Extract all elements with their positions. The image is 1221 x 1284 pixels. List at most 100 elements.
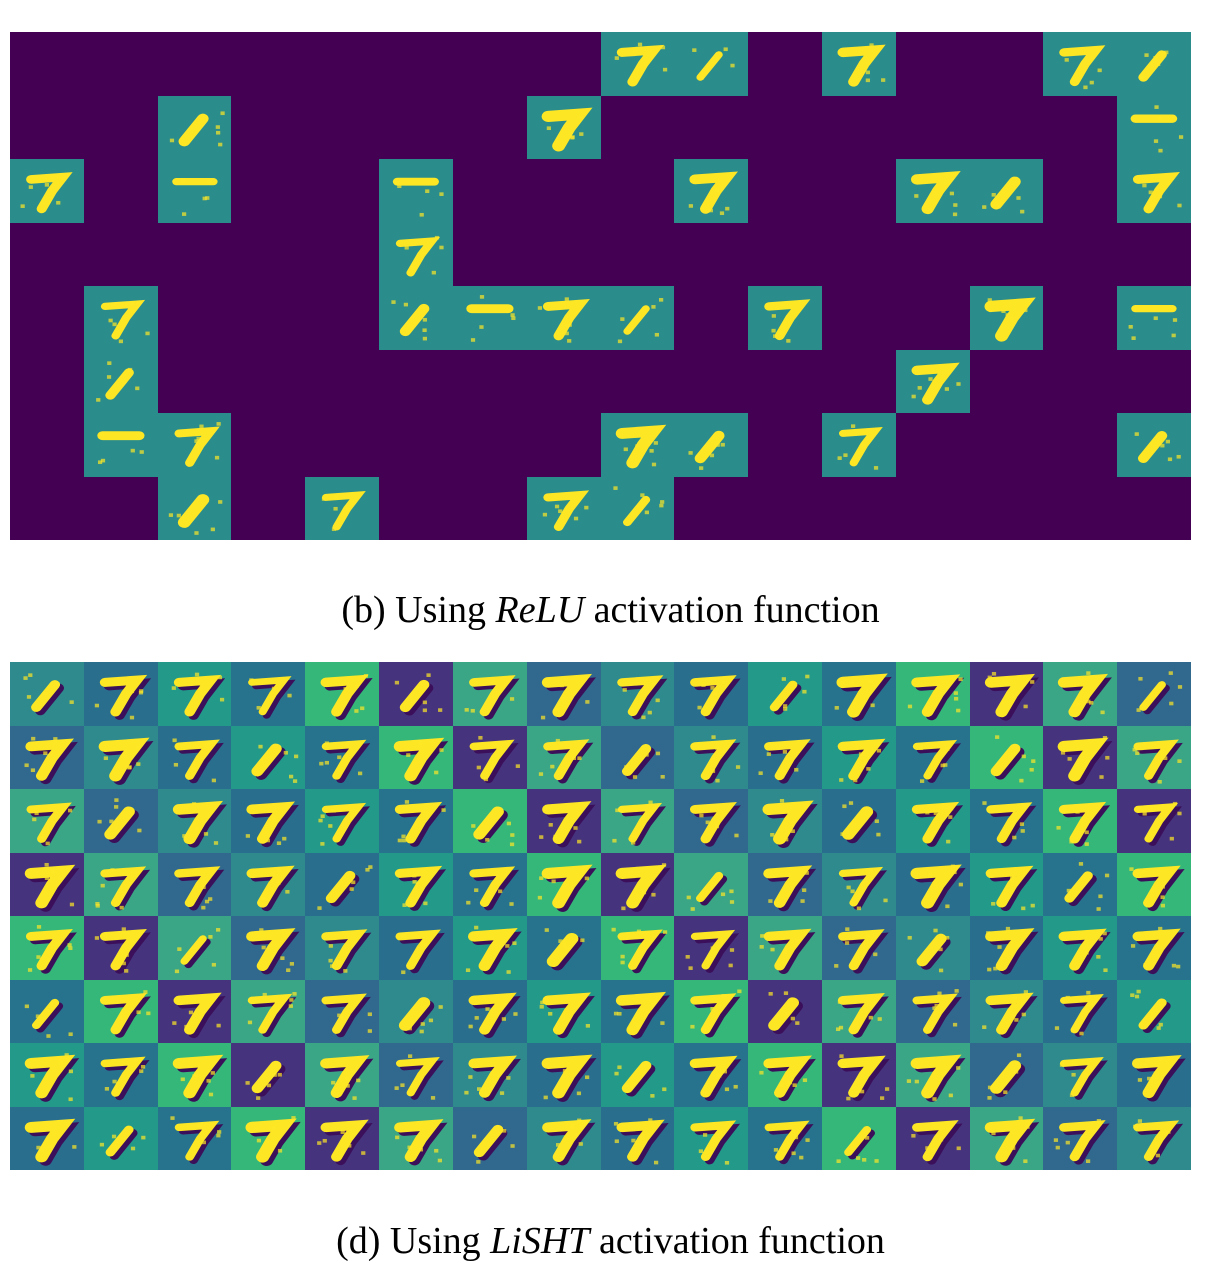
inactive-tile — [896, 286, 970, 350]
activation-tile — [379, 916, 453, 980]
inactive-tile — [527, 32, 601, 96]
inactive-tile — [84, 96, 158, 160]
activation-tile — [969, 789, 1044, 853]
inactive-tile — [748, 159, 822, 223]
activation-tile — [157, 852, 232, 916]
inactive-tile — [379, 413, 453, 477]
inactive-tile — [896, 477, 970, 541]
inactive-tile — [158, 350, 232, 414]
activation-tile — [674, 979, 749, 1043]
activation-tile — [231, 852, 306, 916]
activation-tile — [1117, 852, 1191, 916]
activation-tile — [452, 916, 527, 980]
inactive-tile — [10, 413, 84, 477]
inactive-tile — [453, 32, 527, 96]
inactive-tile — [1043, 350, 1117, 414]
activation-tile — [969, 725, 1044, 789]
inactive-tile — [231, 32, 305, 96]
activation-tile — [895, 979, 970, 1043]
inactive-tile — [1043, 413, 1117, 477]
activation-tile — [10, 662, 84, 726]
activation-tile — [231, 916, 306, 980]
inactive-tile — [822, 96, 896, 160]
activation-tile — [1043, 916, 1118, 980]
activation-tile — [305, 1106, 380, 1170]
activation-tile — [674, 1106, 749, 1170]
activation-tile — [1117, 789, 1191, 853]
inactive-tile — [601, 223, 675, 287]
activation-tile — [10, 1106, 84, 1170]
inactive-tile — [84, 32, 158, 96]
inactive-tile — [453, 477, 527, 541]
activation-tile — [83, 413, 158, 477]
inactive-tile — [10, 96, 84, 160]
inactive-tile — [305, 286, 379, 350]
activation-tile — [821, 852, 896, 916]
activation-tile — [674, 916, 749, 980]
caption-lisht: (d) Using LiSHT activation function — [336, 1220, 885, 1262]
inactive-tile — [527, 413, 601, 477]
activation-tile — [305, 725, 380, 789]
activation-tile — [10, 852, 84, 916]
activation-tile — [895, 852, 970, 916]
activation-tile — [526, 1106, 601, 1170]
inactive-tile — [10, 32, 84, 96]
activation-tile — [1117, 1043, 1191, 1107]
activation-tile — [1043, 1106, 1118, 1170]
activation-tile — [452, 1043, 527, 1107]
inactive-tile — [305, 223, 379, 287]
activation-tile — [379, 852, 453, 916]
activation-tile — [452, 1106, 527, 1170]
activation-tile — [452, 662, 527, 726]
inactive-tile — [970, 413, 1044, 477]
inactive-tile — [674, 223, 748, 287]
inactive-tile — [748, 32, 822, 96]
activation-tile — [10, 916, 84, 980]
inactive-tile — [231, 350, 305, 414]
activation-tile — [821, 789, 896, 853]
activation-tile — [10, 1043, 84, 1107]
activation-tile — [83, 789, 158, 853]
inactive-tile — [10, 350, 84, 414]
activation-tile — [895, 789, 970, 853]
activation-tile — [674, 789, 749, 853]
inactive-tile — [748, 96, 822, 160]
activation-tile — [748, 725, 822, 789]
inactive-tile — [231, 223, 305, 287]
activation-tile — [969, 159, 1044, 223]
activation-tile — [157, 413, 232, 477]
activation-tile — [452, 725, 527, 789]
caption-relu: (b) Using ReLU activation function — [341, 589, 880, 631]
activation-tile — [379, 286, 453, 350]
activation-tile — [157, 979, 232, 1043]
inactive-tile — [305, 96, 379, 160]
activation-tile — [526, 725, 601, 789]
activation-tile — [1043, 979, 1118, 1043]
activation-tile — [821, 32, 896, 96]
activation-tile — [157, 662, 232, 726]
activation-tile — [674, 1043, 749, 1107]
activation-tile — [83, 1106, 158, 1170]
activation-tile — [305, 916, 380, 980]
activation-tile — [379, 725, 453, 789]
inactive-tile — [84, 159, 158, 223]
activation-tile — [1117, 159, 1191, 223]
activation-tile — [1117, 662, 1191, 726]
activation-tile — [600, 476, 675, 540]
inactive-tile — [601, 96, 675, 160]
inactive-tile — [896, 32, 970, 96]
inactive-tile — [601, 350, 675, 414]
inactive-tile — [84, 223, 158, 287]
inactive-tile — [231, 286, 305, 350]
inactive-tile — [158, 223, 232, 287]
activation-tile — [231, 789, 306, 853]
activation-tile — [1117, 1106, 1191, 1170]
inactive-tile — [674, 96, 748, 160]
activation-tile — [969, 852, 1044, 916]
activation-tile — [379, 1043, 453, 1107]
activation-tile — [1043, 32, 1118, 96]
inactive-tile — [10, 286, 84, 350]
inactive-tile — [1043, 223, 1117, 287]
inactive-tile — [896, 96, 970, 160]
activation-tile — [452, 979, 527, 1043]
